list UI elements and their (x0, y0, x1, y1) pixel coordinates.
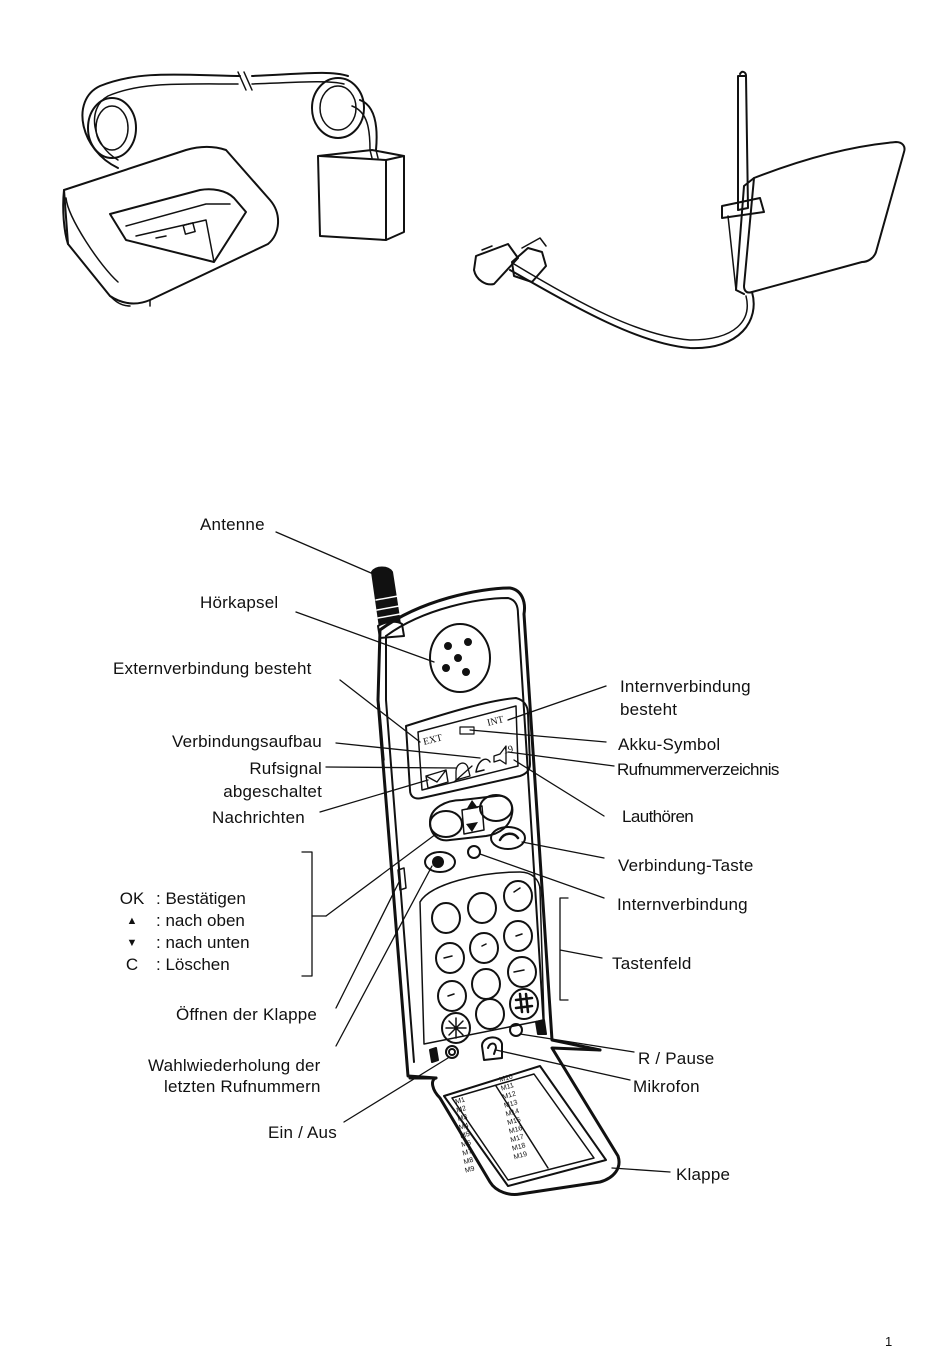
memory-slot-label: M19 (513, 1151, 528, 1162)
legend-text: : Bestätigen (156, 889, 246, 908)
down-arrow-icon (466, 822, 478, 832)
up-arrow-icon (466, 800, 478, 810)
label-ring-off-1: Rufsignal (249, 759, 322, 778)
label-microphone: Mikrofon (633, 1077, 700, 1096)
label-battery-symbol: Akku-Symbol (618, 735, 721, 754)
page-number: 1 (885, 1334, 893, 1349)
memory-slot-label: M13 (503, 1099, 518, 1110)
memory-slot-label: M9 (464, 1165, 475, 1174)
legend-text: : nach oben (156, 911, 245, 930)
label-r-pause: R / Pause (638, 1049, 715, 1068)
speaker-icon (493, 745, 507, 765)
display-int-text: INT (486, 714, 505, 729)
label-earpiece: Hörkapsel (200, 593, 279, 612)
memory-slot-label: M4 (458, 1122, 469, 1131)
memory-slot-label: M7 (462, 1148, 473, 1157)
label-open-flap: Öffnen der Klappe (176, 1005, 318, 1024)
label-keypad: Tastenfeld (612, 954, 692, 973)
legend-key: C (125, 955, 139, 974)
memory-slot-label: M11 (500, 1082, 515, 1092)
label-connection-key: Verbindung-Taste (618, 856, 754, 875)
memory-slot-label: M18 (511, 1142, 526, 1153)
star-key-icon (445, 1017, 467, 1039)
label-internal-connection-1: Internverbindung (620, 677, 751, 696)
label-ring-off-2: abgeschaltet (223, 782, 322, 801)
label-connection-setup: Verbindungsaufbau (172, 732, 322, 751)
label-external-connection: Externverbindung besteht (113, 659, 312, 678)
legend-text: : Löschen (156, 955, 230, 974)
label-flap: Klappe (676, 1165, 731, 1184)
hash-key-icon (514, 992, 534, 1014)
legend-key: OK (119, 889, 145, 908)
label-antenna: Antenne (200, 515, 265, 534)
label-phonebook: Rufnummerverzeichnis (617, 760, 779, 779)
external-antenna-illustration (473, 70, 906, 350)
label-intercom: Internverbindung (617, 895, 748, 914)
base-station-illustration (62, 71, 405, 307)
memory-slot-label: M6 (461, 1139, 472, 1148)
memory-slot-label: M1 (455, 1096, 466, 1105)
memory-slot-label: M17 (510, 1134, 525, 1145)
memory-slot-label: M5 (459, 1131, 470, 1140)
legend-key: ▲ (126, 915, 138, 927)
memory-slot-label: M15 (507, 1116, 522, 1127)
memory-slot-label: M10 (499, 1073, 514, 1084)
memory-slot-label: M2 (456, 1105, 467, 1114)
display-ext-text: EXT (422, 733, 444, 748)
memory-slot-label: M12 (502, 1091, 517, 1102)
bell-off-icon (453, 762, 473, 783)
envelope-icon (425, 769, 449, 789)
memory-slot-label: M8 (463, 1157, 474, 1166)
label-messages: Nachrichten (212, 808, 305, 827)
memory-slot-label: M16 (508, 1125, 523, 1136)
legend-key: ▼ (126, 937, 138, 949)
memory-slot-label: M3 (457, 1114, 468, 1123)
label-redial-1: Wahlwiederholung der (148, 1056, 321, 1075)
display-number-text: 19 (502, 744, 514, 757)
label-redial-2: letzten Rufnummern (164, 1077, 321, 1096)
legend-text: : nach unten (156, 933, 250, 952)
leader-lines (275, 531, 671, 1173)
label-speaker: Lauthören (622, 807, 694, 826)
label-internal-connection-2: besteht (620, 700, 678, 719)
memory-slot-label: M14 (505, 1108, 520, 1119)
handset-icon (475, 758, 491, 773)
handset-illustration: EXT INT 19 (371, 566, 621, 1196)
label-on-off: Ein / Aus (268, 1123, 337, 1142)
